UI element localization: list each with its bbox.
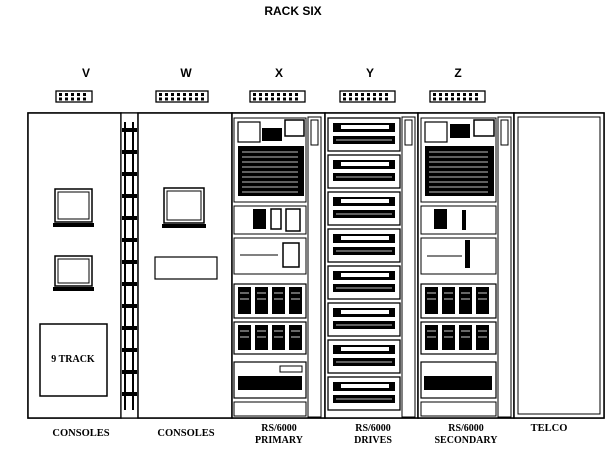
rack-label-x-line1: RS/6000 — [261, 423, 297, 434]
rack-v: 9 TRACK — [27, 112, 122, 419]
rack-letter-z: Z — [454, 66, 461, 80]
rack-letter-w: W — [180, 66, 192, 80]
rack-label-y-line1: RS/6000 — [355, 423, 391, 434]
rack-telco — [513, 112, 605, 419]
rack-label-telco: TELCO — [531, 423, 568, 434]
keyboard-shelf — [154, 256, 218, 280]
rack-z — [417, 112, 515, 419]
patch-panel-icon — [249, 90, 306, 103]
rack-letter-v: V — [82, 66, 90, 80]
rack-label-x-line2: PRIMARY — [255, 435, 304, 446]
console-monitor-icon — [53, 188, 94, 227]
rack-label-z-line2: SECONDARY — [435, 435, 499, 446]
rack-label-v: CONSOLES — [52, 428, 109, 439]
console-monitor-icon — [162, 187, 206, 228]
rack-y — [324, 112, 419, 419]
nine-track-label: 9 TRACK — [51, 354, 95, 365]
patch-panel-icon — [339, 90, 396, 103]
rack-label-w: CONSOLES — [157, 428, 214, 439]
patch-panel-icon — [55, 90, 93, 103]
rack-label-z-line1: RS/6000 — [448, 423, 484, 434]
rack-letter-x: X — [275, 66, 283, 80]
cable-channel — [120, 112, 139, 419]
patch-panel-icon — [155, 90, 209, 103]
console-monitor-icon — [53, 255, 94, 291]
patch-strips — [55, 90, 486, 103]
diagram-title: RACK SIX — [264, 4, 321, 18]
patch-panel-icon — [429, 90, 486, 103]
rack-letter-y: Y — [366, 66, 374, 80]
nine-track-tape-unit — [39, 323, 108, 397]
rack-w — [137, 112, 233, 419]
rack-label-y-line2: DRIVES — [354, 435, 392, 446]
rack-x — [231, 112, 326, 419]
